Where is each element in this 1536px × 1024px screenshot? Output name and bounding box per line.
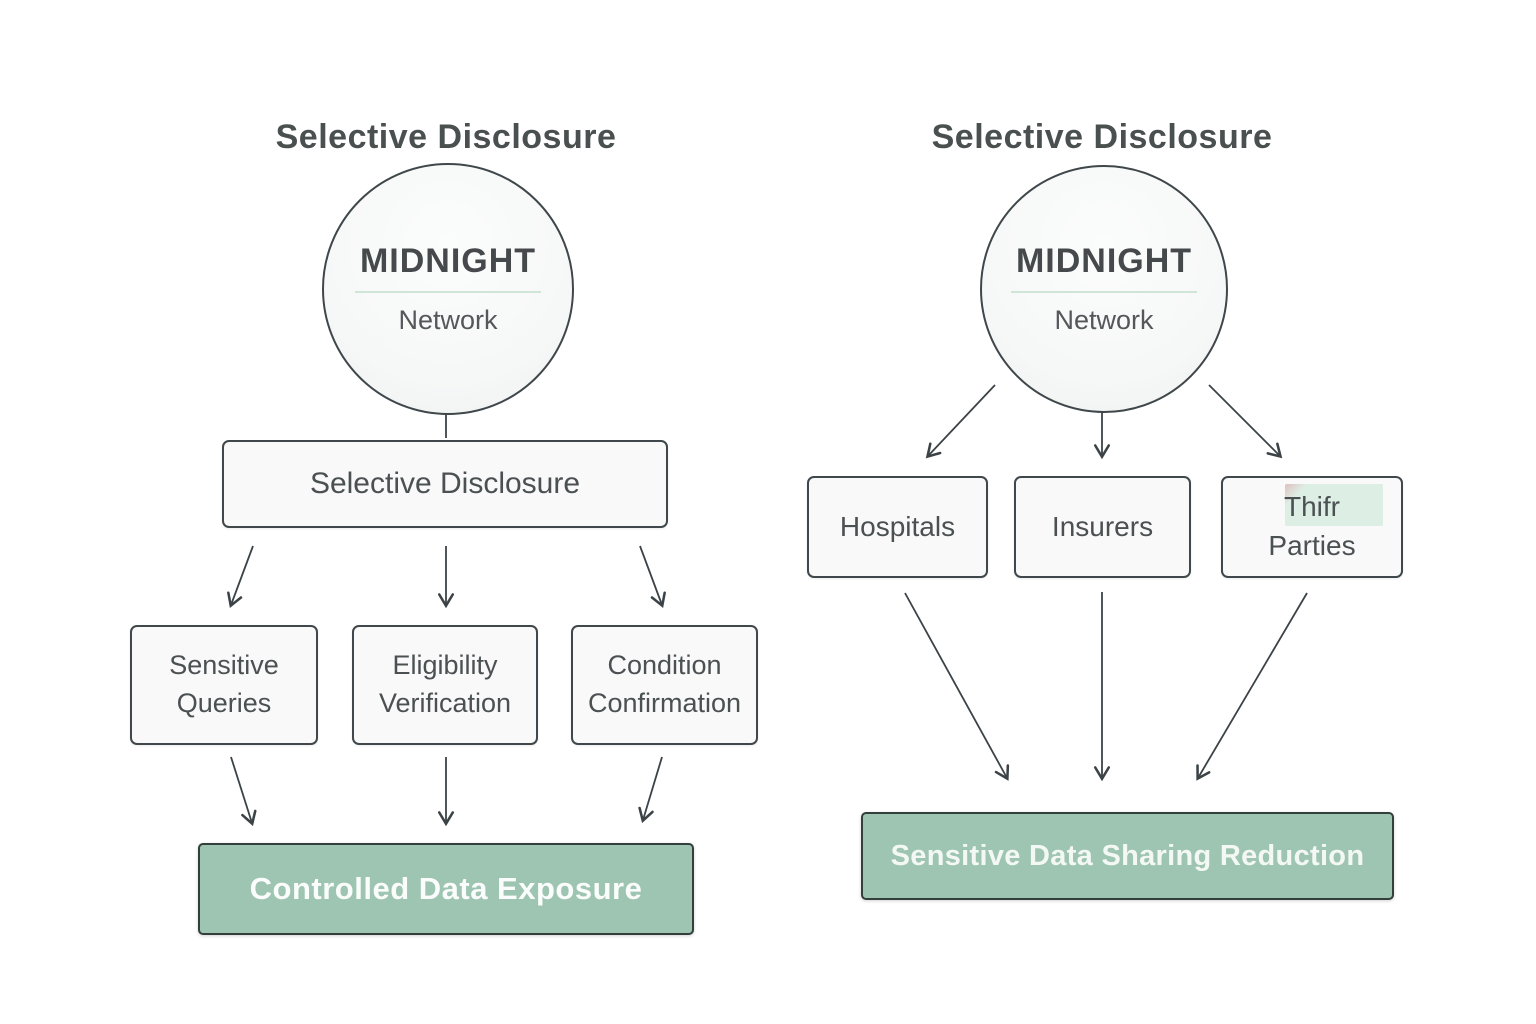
- selective-disclosure-box: Selective Disclosure: [222, 440, 668, 528]
- midnight-network-node-right: MIDNIGHT Network: [980, 165, 1228, 413]
- hub-name: MIDNIGHT: [1015, 242, 1193, 280]
- controlled-data-exposure-box: Controlled Data Exposure: [198, 843, 694, 935]
- hub-divider: [1011, 291, 1197, 293]
- connector-arrow: [1196, 592, 1308, 781]
- third-parties-label: Thifr Parties: [1268, 491, 1356, 561]
- connector-arrow: [638, 756, 663, 824]
- third-parties-box: Thifr Parties: [1221, 476, 1403, 578]
- hub-subtitle: Network: [398, 305, 498, 335]
- sensitive-data-sharing-reduction-box: Sensitive Data Sharing Reduction: [861, 812, 1394, 900]
- eligibility-verification-box: Eligibility Verification: [352, 625, 538, 745]
- hub-divider: [355, 291, 541, 293]
- connector-arrow: [230, 756, 257, 827]
- hospitals-box: Hospitals: [807, 476, 988, 578]
- connector-arrow: [925, 384, 996, 459]
- connector-arrow: [227, 545, 254, 609]
- connector-arrow: [904, 592, 1010, 781]
- connector-arrow: [1208, 384, 1283, 459]
- insurers-box: Insurers: [1014, 476, 1191, 578]
- left-diagram-title: Selective Disclosure: [275, 118, 617, 157]
- highlight-artifact: [1285, 484, 1383, 526]
- sensitive-queries-box: Sensitive Queries: [130, 625, 318, 745]
- condition-confirmation-box: Condition Confirmation: [571, 625, 758, 745]
- hub-subtitle: Network: [1054, 305, 1154, 335]
- right-diagram-title: Selective Disclosure: [931, 118, 1273, 157]
- hub-name: MIDNIGHT: [359, 242, 537, 280]
- connector-arrow: [639, 545, 666, 609]
- midnight-network-node-left: MIDNIGHT Network: [322, 163, 574, 415]
